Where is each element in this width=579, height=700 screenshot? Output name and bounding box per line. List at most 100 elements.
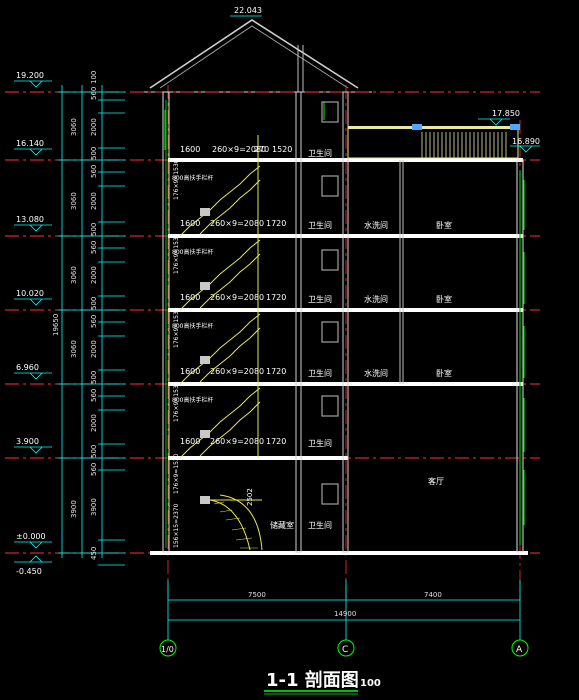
dim-inner-560-b: 560: [90, 165, 98, 178]
dim-outer-5: 3900: [70, 500, 78, 518]
dim-inner-500-e: 500: [90, 445, 98, 458]
dim-inner-500-a: 500: [90, 147, 98, 160]
elev-17850: 17.850: [492, 109, 520, 118]
terrace-railing: [347, 124, 520, 159]
dim-inner-2000-e: 2000: [90, 414, 98, 432]
flight-label-2: 176×9=1530: [173, 233, 180, 274]
dim-inner-560-a: 560: [90, 87, 98, 100]
drawing-title: 1-1 剖面图: [266, 669, 359, 691]
elev-13080: 13.080: [16, 215, 44, 224]
drawing-scale: 100: [360, 678, 381, 689]
stair-f2-run: 260×9=2080: [210, 437, 264, 446]
dim-inner-2000-d: 2000: [90, 340, 98, 358]
stair-f4-1600: 1600: [180, 293, 200, 302]
elev-10020: 10.020: [16, 289, 44, 298]
dim-bottom-total: 14900: [334, 610, 356, 618]
room-wc-3: 卫生间: [308, 368, 332, 378]
room-bedroom-5: 卧室: [436, 220, 452, 230]
room-wc-2: 卫生间: [308, 438, 332, 448]
stair-top-run: 260×9=2080: [212, 145, 266, 154]
axis-bubbles: [159, 639, 529, 657]
roof-peak-elevation: 22.043: [234, 6, 262, 15]
stair-annotations: 1600 260×9=2080 270 1520 1600 260×9=2080…: [172, 145, 292, 548]
dimension-lines-bottom: [167, 580, 521, 640]
handrail-label-1: 800高扶手栏杆: [172, 174, 213, 182]
dim-inner-560-c: 560: [90, 241, 98, 254]
room-storage: 储藏室: [270, 520, 294, 530]
dim-total-height: 19650: [52, 314, 60, 336]
room-wc-1: 卫生间: [308, 520, 332, 530]
dim-inner-500-b: 500: [90, 223, 98, 236]
elev-0000: ±0.000: [16, 532, 46, 541]
stair-f4-1720: 1720: [266, 293, 286, 302]
flight-label-1: 176×9=1530: [173, 159, 180, 200]
dim-inner-500-d: 500: [90, 371, 98, 384]
dim-bottom-right: 7400: [424, 591, 442, 599]
handrail-label-3: 800高扶手栏杆: [172, 322, 213, 330]
elev-16140: 16.140: [16, 139, 44, 148]
handrail-label-4: 800高扶手栏杆: [172, 396, 213, 404]
dim-outer-4: 3060: [70, 340, 78, 358]
dim-inner-2000-c: 2000: [90, 266, 98, 284]
stair-f3-1600: 1600: [180, 367, 200, 376]
elevation-markers: [14, 80, 540, 563]
dim-inner-500-c: 500: [90, 297, 98, 310]
dim-inner-2000-b: 2000: [90, 192, 98, 210]
dim-outer-1: 3060: [70, 118, 78, 136]
stair-f5-run: 260×9=2080: [210, 219, 264, 228]
room-laundry-4: 水洗间: [364, 294, 388, 304]
dim-inner-560-e: 560: [90, 389, 98, 402]
elev-3900: 3.900: [16, 437, 39, 446]
stair-f4-run: 260×9=2080: [210, 293, 264, 302]
stairs: [179, 135, 263, 551]
dim-inner-450: 450: [90, 547, 98, 560]
axis-lines: [167, 85, 521, 600]
windows: [164, 101, 525, 525]
elev-16890: 16.890: [512, 137, 540, 146]
flight-label-3: 176×9=1530: [173, 307, 180, 348]
stair-f3-run: 260×9=2080: [210, 367, 264, 376]
roof: [140, 19, 372, 93]
stair-f3-1720: 1720: [266, 367, 286, 376]
flight-label-4: 176×9=1530: [173, 381, 180, 422]
room-bedroom-4: 卧室: [436, 294, 452, 304]
axis-c: C: [342, 645, 348, 655]
room-wc-6: 卫生间: [308, 148, 332, 158]
dim-outer-2: 3060: [70, 192, 78, 210]
stair-steps-hatch: [213, 501, 258, 549]
stair-landings: [200, 208, 210, 504]
stair-top-270: 270: [254, 145, 269, 154]
room-living: 客厅: [428, 476, 444, 486]
dim-inner-2000-a: 2000: [90, 118, 98, 136]
room-laundry-5: 水洗间: [364, 220, 388, 230]
elev-6960: 6.960: [16, 363, 39, 372]
handrail-label-2: 800高扶手栏杆: [172, 248, 213, 256]
dimension-lines-left: [58, 85, 125, 566]
stair-top-1520: 1520: [272, 145, 292, 154]
dim-inner-100: 100: [90, 71, 98, 84]
dim-bottom-left: 7500: [248, 591, 266, 599]
stair-f5-1600: 1600: [180, 219, 200, 228]
axis-1-0: 1/0: [161, 645, 174, 654]
axis-a: A: [516, 645, 523, 655]
stair-f5-1720: 1720: [266, 219, 286, 228]
room-wc-4: 卫生间: [308, 294, 332, 304]
walls: [162, 91, 524, 553]
stair-mid-2502: 2502: [246, 488, 254, 506]
elev-minus-0450: -0.450: [16, 567, 42, 576]
stair-f2-1600: 1600: [180, 437, 200, 446]
room-laundry-3: 水洗间: [364, 368, 388, 378]
dim-inner-560-d: 560: [90, 315, 98, 328]
room-wc-5: 卫生间: [308, 220, 332, 230]
room-labels: 卫生间 卫生间 卫生间 卫生间 卫生间 卫生间 水洗间 水洗间 水洗间 卧室 卧…: [270, 148, 452, 530]
dim-inner-560-f: 560: [90, 463, 98, 476]
elev-19200: 19.200: [16, 71, 44, 80]
stair-top-1600: 1600: [180, 145, 200, 154]
flight-label-first: 156×15=2370: [173, 503, 180, 548]
flight-label-5: 176×9=1530: [173, 453, 180, 494]
stair-f2-1720: 1720: [266, 437, 286, 446]
dim-outer-3: 3060: [70, 266, 78, 284]
room-bedroom-3: 卧室: [436, 368, 452, 378]
dim-inner-3900: 3900: [90, 498, 98, 516]
